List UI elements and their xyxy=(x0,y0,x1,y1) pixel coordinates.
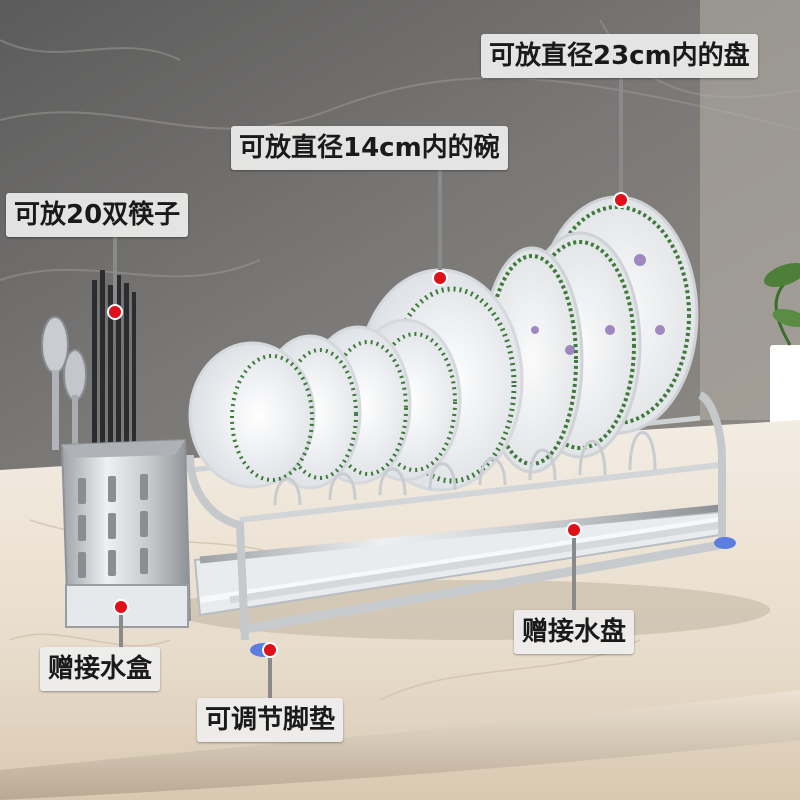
chopsticks-capacity-label: 可放20双筷子 xyxy=(6,193,189,237)
plant xyxy=(764,262,800,425)
holder-slots xyxy=(78,474,148,578)
bowl-size-label: 可放直径14cm内的碗 xyxy=(231,126,508,170)
bowl-front xyxy=(188,341,316,489)
feet-marker xyxy=(262,642,278,658)
bowl-marker xyxy=(432,270,448,286)
countertop-edge xyxy=(0,690,800,800)
water-box-label: 赠接水盒 xyxy=(40,647,161,691)
plate-size-label: 可放直径23cm内的盘 xyxy=(481,34,758,78)
adjustable-feet-label: 可调节脚垫 xyxy=(197,698,344,742)
adjustable-foot-right xyxy=(714,537,736,549)
rack-dividers xyxy=(273,431,657,506)
water-tray-label: 赠接水盘 xyxy=(514,610,635,654)
cutlery-holder xyxy=(41,270,192,628)
bowls xyxy=(188,268,524,492)
chopsticks-marker xyxy=(107,304,123,320)
plate-marker xyxy=(613,192,629,208)
water-tray-marker xyxy=(566,522,582,538)
callout-markers xyxy=(107,192,629,658)
water-box-marker xyxy=(113,599,129,615)
